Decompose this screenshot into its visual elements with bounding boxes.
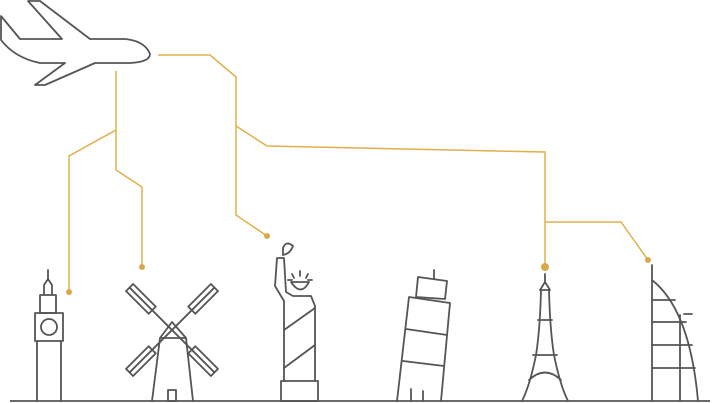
- route-to-liberty: [235, 126, 268, 237]
- eiffel-marker: [541, 263, 549, 271]
- route-to-eiffel: [158, 54, 546, 267]
- windmill-marker: [139, 264, 145, 270]
- big-ben-icon: [34, 269, 64, 402]
- route-to-windmill: [115, 130, 143, 267]
- route-to-big-ben: [68, 71, 117, 292]
- burj-al-arab-icon: [651, 264, 699, 402]
- statue-of-liberty-icon: [274, 242, 319, 402]
- route-to-burj: [545, 221, 649, 261]
- burj-marker: [645, 257, 651, 263]
- eiffel-tower-icon: [521, 273, 569, 402]
- route-lines: [66, 54, 651, 295]
- windmill-icon: [125, 283, 219, 402]
- airplane-icon: [0, 0, 151, 86]
- liberty-marker: [264, 233, 270, 239]
- big-ben-marker: [66, 289, 72, 295]
- leaning-tower-of-pisa-icon: [396, 269, 451, 402]
